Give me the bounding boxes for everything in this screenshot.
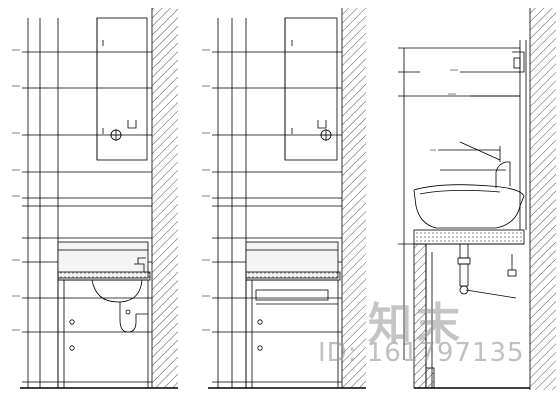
wall-hatch-middle <box>342 8 366 388</box>
elevation-left <box>12 8 178 389</box>
wall-hatch-right <box>530 8 556 390</box>
section-right <box>398 8 556 390</box>
watermark-id: ID: 161797135 <box>318 338 525 368</box>
watermark-logo: 知末 <box>368 299 464 350</box>
vessel-basin <box>413 184 525 229</box>
wall-hatch-left <box>152 8 178 388</box>
elevation-middle <box>202 8 366 389</box>
counter-slab <box>413 229 525 245</box>
